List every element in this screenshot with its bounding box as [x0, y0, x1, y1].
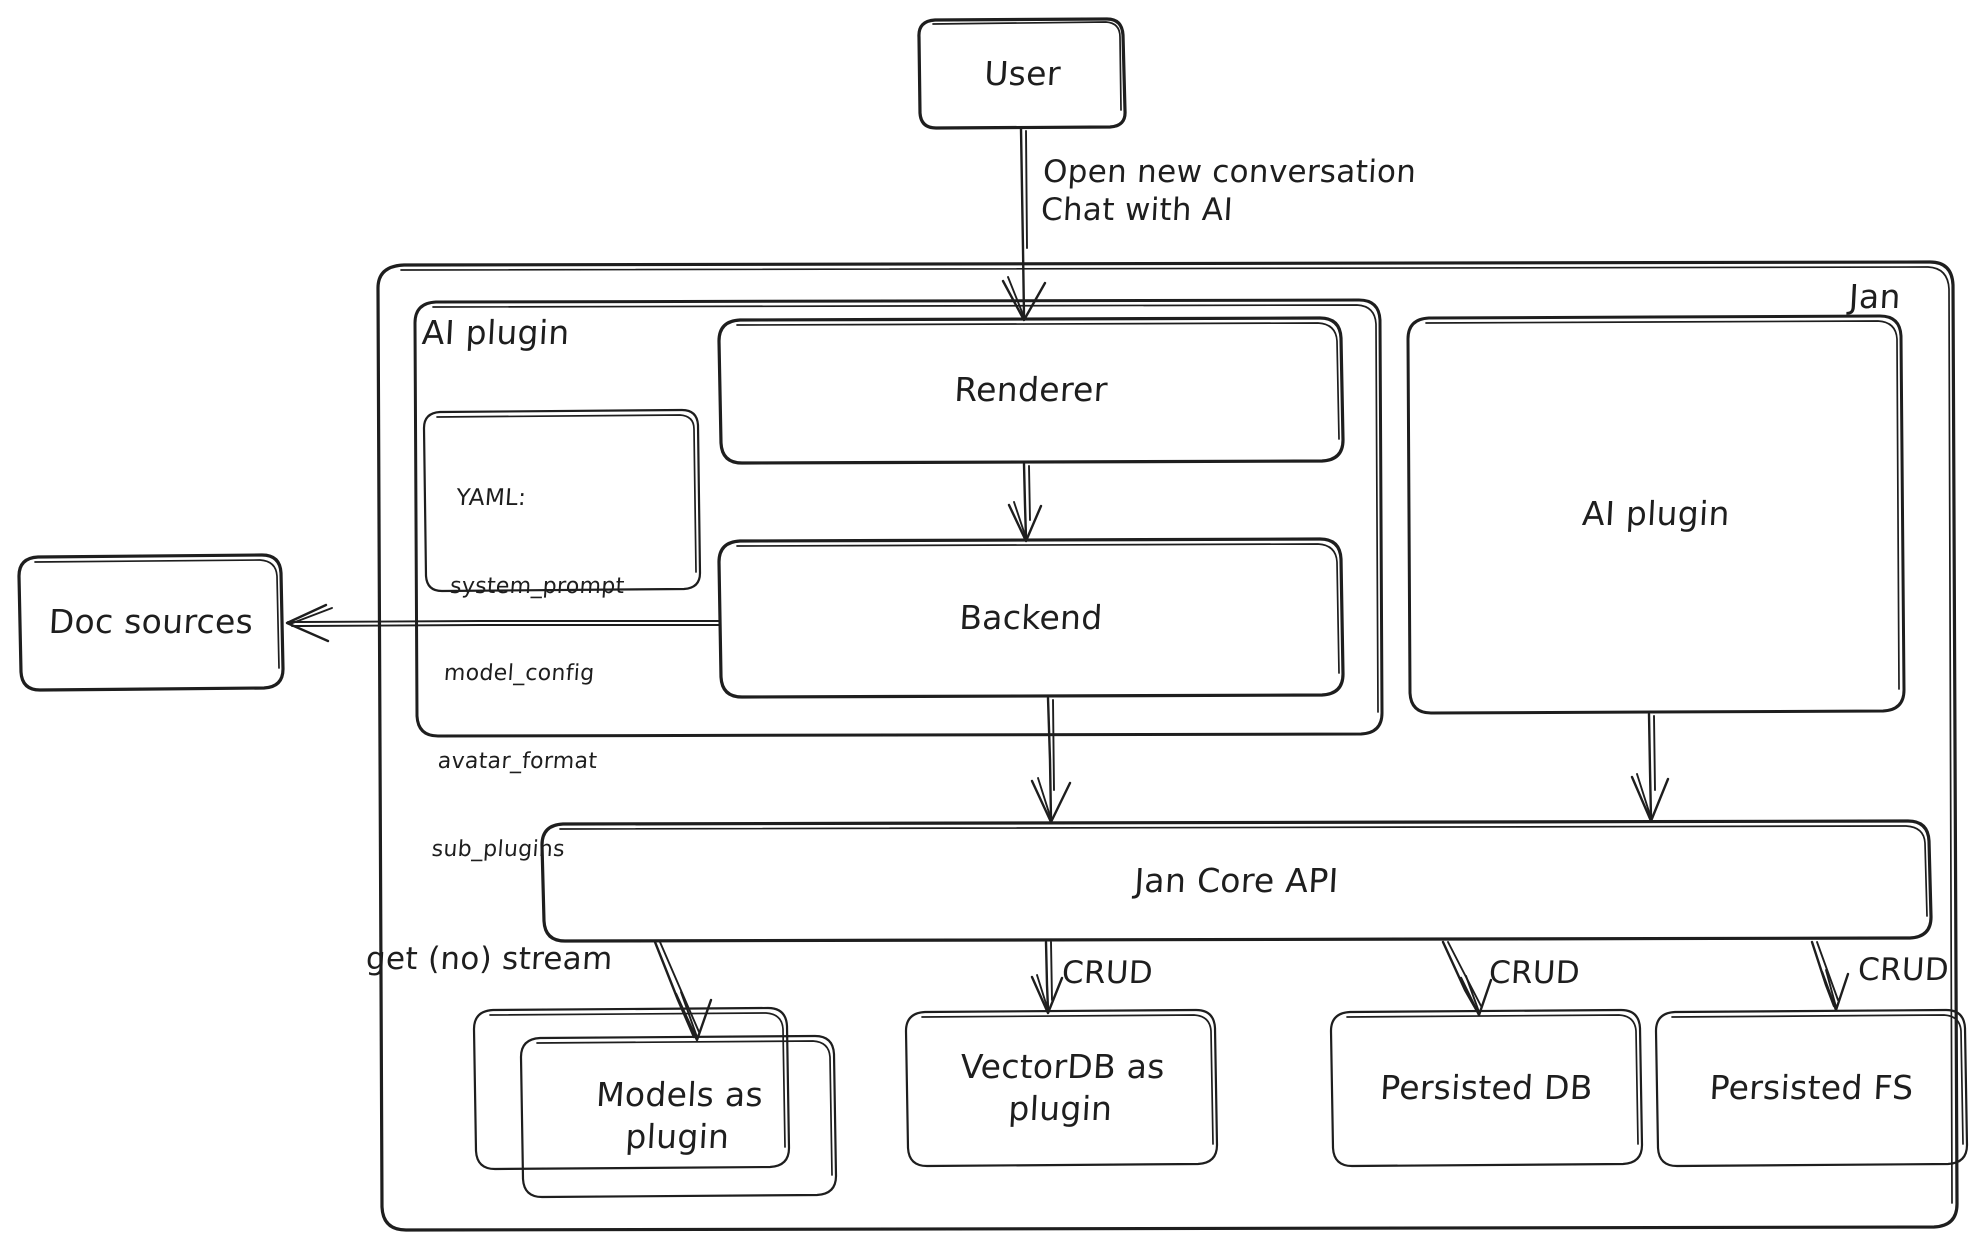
edge-label-crud-persisted-fs: CRUD	[1857, 952, 1950, 988]
renderer-node-shape[interactable]	[717, 316, 1345, 465]
models-as-plugin-outer-shape	[472, 1006, 791, 1171]
edge-user-to-renderer	[1001, 127, 1047, 322]
yaml-key-system-prompt: system_prompt	[449, 573, 626, 599]
edge-label-crud-persisted-db: CRUD	[1488, 955, 1581, 991]
models-as-plugin-node-shape[interactable]	[519, 1034, 838, 1199]
ai-plugin-group-shape	[413, 298, 1384, 738]
yaml-key-sub-plugins: sub_plugins	[430, 836, 566, 862]
jan-core-api-node-shape[interactable]	[540, 819, 1933, 943]
edge-jan-core-api-to-persisted-db	[1441, 940, 1493, 1017]
jan-container-label: Jan	[1848, 277, 1902, 316]
edge-jan-core-api-to-persisted-fs	[1810, 940, 1850, 1012]
edge-label-crud-vectordb: CRUD	[1061, 955, 1154, 991]
vectordb-as-plugin-node-shape[interactable]	[904, 1008, 1219, 1168]
yaml-card-shape	[422, 408, 702, 593]
edge-backend-to-doc-sources	[285, 603, 720, 643]
ai-plugin-right-node-shape[interactable]	[1406, 314, 1906, 715]
persisted-db-node-shape[interactable]	[1329, 1008, 1644, 1168]
edge-renderer-to-backend	[1007, 462, 1043, 543]
edge-backend-to-jan-core-api	[1030, 696, 1072, 824]
yaml-card-content: YAML: system_prompt model_config avatar_…	[427, 424, 636, 923]
edge-jan-core-api-to-models	[653, 940, 713, 1042]
backend-node-shape[interactable]	[717, 537, 1345, 699]
edge-label-user-to-renderer: Open new conversation Chat with AI	[1040, 154, 1418, 228]
yaml-card-heading: YAML:	[455, 484, 528, 511]
ai-plugin-group-label: AI plugin	[421, 313, 571, 352]
yaml-key-avatar-format: avatar_format	[436, 749, 599, 775]
persisted-fs-node-shape[interactable]	[1654, 1008, 1969, 1168]
yaml-key-model-config: model_config	[443, 661, 596, 687]
jan-container-shape	[376, 260, 1959, 1232]
doc-sources-node-shape[interactable]	[17, 553, 285, 692]
user-node-shape[interactable]	[917, 17, 1127, 130]
edge-ai-plugin-to-jan-core-api	[1630, 712, 1670, 823]
edge-jan-core-api-to-vectordb	[1030, 940, 1064, 1015]
edge-label-models-stream: get (no) stream	[365, 941, 614, 977]
